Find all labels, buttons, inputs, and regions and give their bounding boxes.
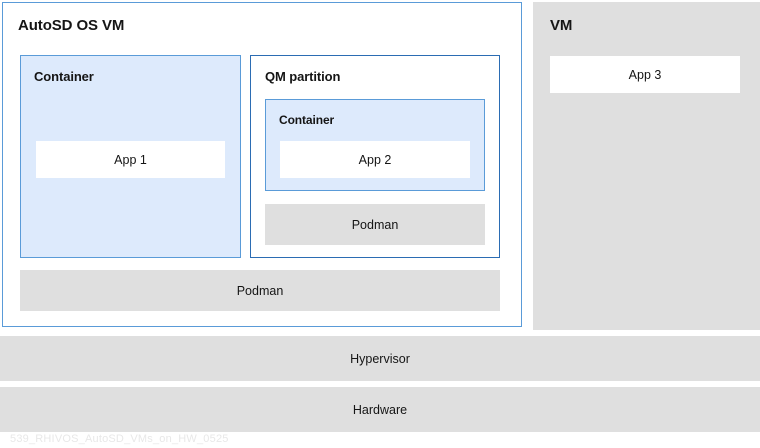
vm-panel-title: VM [550,17,573,34]
app-3-box: App 3 [550,56,740,93]
qm-partition-title: QM partition [265,69,341,84]
app-2-box: App 2 [280,141,470,178]
container-qm-title: Container [279,113,335,127]
hypervisor-layer-bar: Hypervisor [0,336,760,381]
watermark-label: 539_RHIVOS_AutoSD_VMs_on_HW_0525 [10,433,229,445]
autosd-os-vm-title: AutoSD OS VM [18,17,125,34]
vm-panel [533,2,760,330]
podman-host-bar: Podman [20,270,500,311]
container-left-title: Container [34,69,94,84]
podman-qm-bar: Podman [265,204,485,245]
hardware-layer-bar: Hardware [0,387,760,432]
app-1-box: App 1 [36,141,225,178]
